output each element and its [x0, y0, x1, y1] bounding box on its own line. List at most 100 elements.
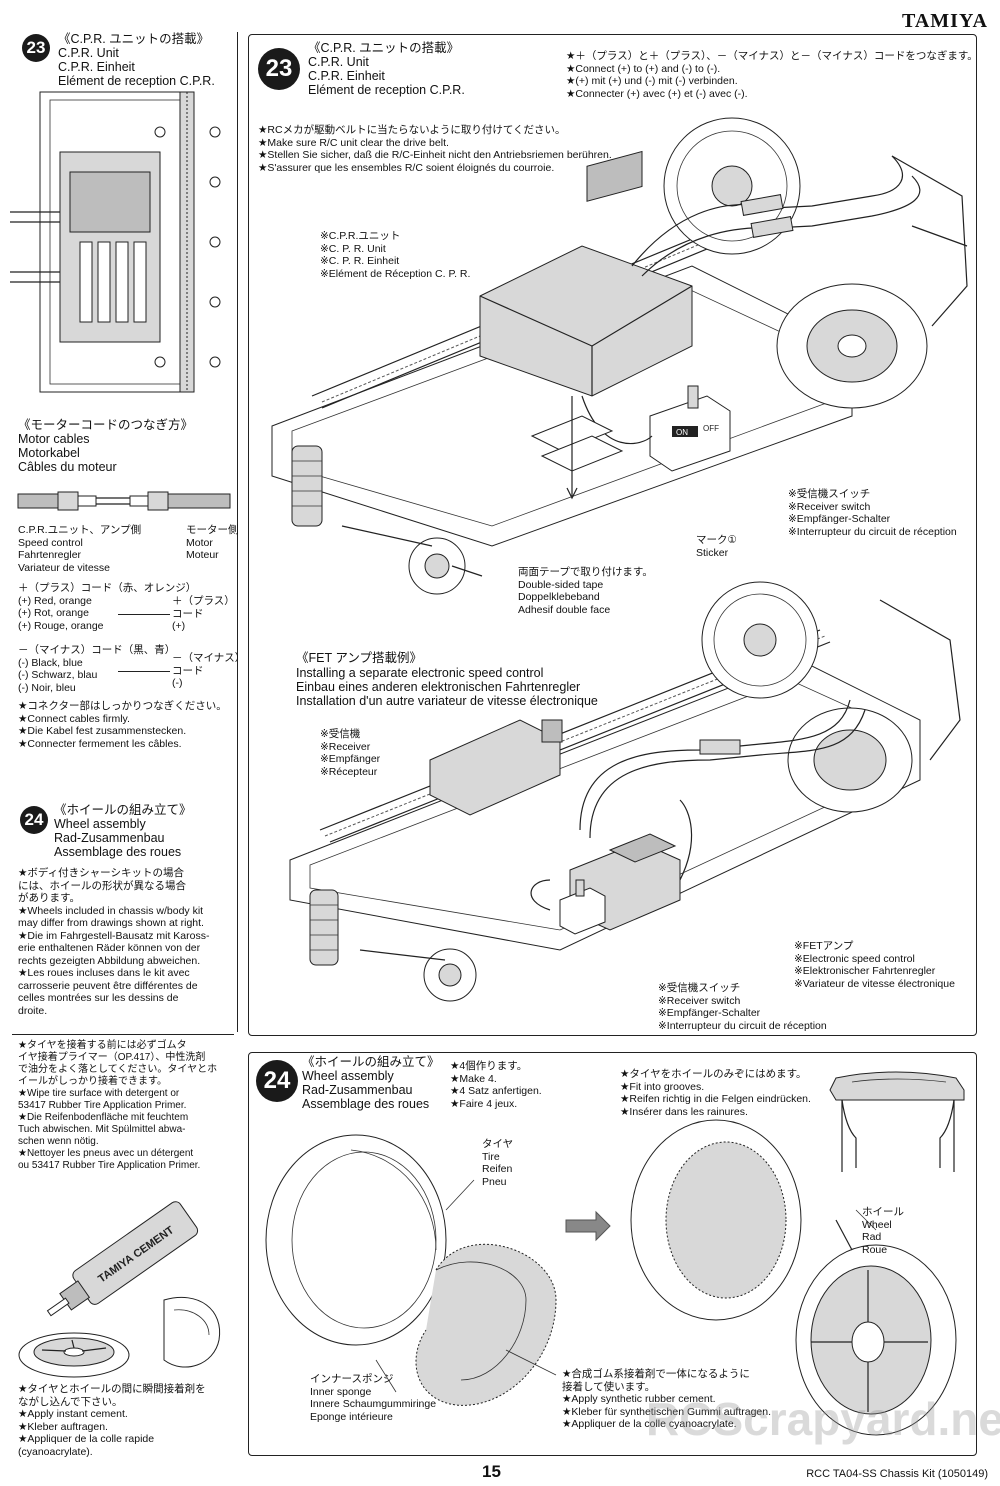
cpr-line-1: ※C. P. R. Unit — [320, 242, 386, 255]
cement-tube-illustration: TAMIYA CEMENT — [18, 1201, 221, 1378]
left-step23-title: 《C.P.R. ユニットの搭載》 C.P.R. Unit C.P.R. Einh… — [58, 32, 215, 88]
cement-line-3: ★Kleber für synthetischen Gummi auftrage… — [562, 1405, 772, 1418]
primer-line-7: Tuch abwischen. Mit Spülmittel abwa- — [18, 1124, 186, 1135]
cpr-line-2: ※C. P. R. Einheit — [320, 255, 400, 267]
make-four-note: ★4個作ります。★Make 4.★4 Satz anfertigen.★Fair… — [450, 1060, 542, 1110]
wheel-note-line-11: droite. — [18, 1004, 48, 1017]
label-jp: モーター側 — [186, 524, 239, 536]
primer-line-5: 53417 Rubber Tire Application Primer. — [18, 1100, 187, 1111]
receiver-line-3: ※Récepteur — [320, 765, 378, 778]
title-fr: Elément de reception C.P.R. — [58, 74, 215, 88]
receiver-switch-line-0: ※受信機スイッチ — [658, 982, 741, 994]
connect-line-0: ★＋（プラス）と＋（プラス）、－（マイナス）と－（マイナス）コードをつなぎます。 — [566, 50, 978, 62]
minus-r2: コード — [172, 664, 204, 677]
grooves-line-3: ★Insérer dans les rainures. — [620, 1105, 748, 1118]
wheel-note-line-3: ★Wheels included in chassis w/body kit — [18, 904, 204, 917]
primer-line-8: schen wenn nötig. — [18, 1136, 99, 1147]
receiver-callout: ※受信機※Receiver※Empfänger※Récepteur — [320, 728, 380, 778]
grooves-line-2: ★Reifen richtig in die Felgen eindrücken… — [620, 1093, 811, 1105]
sponge-line-0: インナースポンジ — [310, 1373, 394, 1385]
speed-control-side-label: C.P.R.ユニット、アンプ側 Speed control Fahrtenreg… — [18, 524, 141, 574]
wheel-note-line-1: には、ホイールの形状が異なる場合 — [18, 879, 186, 892]
footer-kit: RCC TA04-SS Chassis Kit (1050149) — [806, 1468, 988, 1480]
panel24-title: 《ホイールの組み立て》 Wheel assembly Rad-Zusammenb… — [302, 1055, 440, 1111]
title-jp: 《C.P.R. ユニットの搭載》 — [58, 32, 210, 46]
fet-line-3: ※Variateur de vitesse électronique — [794, 977, 955, 990]
label-fr: Moteur — [186, 549, 219, 561]
brand-logo: TAMIYA — [901, 10, 988, 32]
step-badge-23: 23 — [258, 48, 300, 90]
connect-line-1: ★Connect (+) to (+) and (-) to (-). — [566, 62, 721, 75]
note-en: ★Connect cables firmly. — [18, 712, 130, 725]
glue-line-5: (cyanoacrylate). — [18, 1445, 93, 1458]
tire-line-3: Pneu — [482, 1175, 507, 1188]
label-de: Fahrtenregler — [18, 549, 82, 561]
make4-line-0: ★4個作ります。 — [450, 1060, 528, 1072]
instant-cement-note: ★タイヤとホイールの間に瞬間接着剤をながし込んで下さい。★Apply insta… — [18, 1383, 206, 1458]
wheel-note-line-8: ★Les roues incluses dans le kit avec — [18, 967, 190, 979]
plus-r2: コード — [172, 607, 204, 620]
cement-line-2: ★Apply synthetic rubber cement. — [562, 1393, 716, 1405]
chassis-top-view-illustration — [10, 91, 221, 393]
wheel-note-line-9: carrosserie peuvent être différentes de — [18, 979, 198, 992]
primer-line-0: ★タイヤを接着する前には必ずゴムタ — [18, 1040, 187, 1051]
title-en: C.P.R. Unit — [58, 46, 119, 60]
page-number: 15 — [482, 1462, 501, 1481]
tire-groove-cross-section — [829, 1071, 965, 1172]
fet-title-line-0: Installing a separate electronic speed c… — [296, 666, 544, 680]
chassis-fet-illustration — [289, 581, 961, 1002]
wheel-line-1: Wheel — [862, 1218, 892, 1231]
wheel-line-2: Rad — [862, 1231, 882, 1243]
title-de: Rad-Zusammenbau — [54, 831, 165, 845]
label-fr: Variateur de vitesse — [18, 561, 111, 574]
make4-line-2: ★4 Satz anfertigen. — [450, 1085, 542, 1097]
label-en: Motor — [186, 536, 213, 549]
plus-leader-line — [118, 614, 170, 615]
switch-off-label: OFF — [703, 424, 719, 433]
receiver-switch-line-1: ※Receiver switch — [658, 994, 741, 1007]
receiver-switch-line-1: ※Receiver switch — [788, 500, 871, 513]
belt-line-2: ★Stellen Sie sicher, daß die R/C-Einheit… — [258, 149, 612, 161]
motor-side-label: モーター側 Motor Moteur — [186, 524, 239, 562]
label-en: Speed control — [18, 536, 83, 549]
primer-note: ★タイヤを接着する前には必ずゴムタイヤ接着プライマー（OP.417）、中性洗剤で… — [18, 1040, 217, 1172]
minus-cable-right: －（マイナス） コード (-) — [172, 652, 245, 690]
glue-line-0: ★タイヤとホイールの間に瞬間接着剤を — [18, 1383, 206, 1395]
title-jp: 《ホイールの組み立て》 — [302, 1055, 440, 1069]
wheel-note-line-2: があります。 — [18, 892, 80, 904]
glue-line-1: ながし込んで下さい。 — [18, 1395, 123, 1408]
receiver-line-2: ※Empfänger — [320, 753, 381, 765]
sticker-line-1: Sticker — [696, 546, 729, 559]
primer-line-2: で油分をよく落としてください。タイヤとホ — [18, 1064, 218, 1075]
cement-line-1: 接着して使います。 — [562, 1380, 656, 1393]
tire-line-1: Tire — [482, 1150, 500, 1163]
minus-leader-line — [118, 671, 170, 672]
title-de: C.P.R. Einheit — [308, 69, 385, 83]
receiver-switch-callout: ※受信機スイッチ※Receiver switch※Empfänger-Schal… — [788, 488, 957, 538]
title-de: Motorkabel — [18, 446, 80, 460]
panel23-title: 《C.P.R. ユニットの搭載》 C.P.R. Unit C.P.R. Einh… — [308, 41, 465, 97]
belt-clearance-note: ★RCメカが駆動ベルトに当たらないように取り付けてください。★Make sure… — [258, 124, 612, 174]
switch-on-label: ON — [676, 428, 688, 437]
title-de: C.P.R. Einheit — [58, 60, 135, 74]
receiver-switch-callout-2: ※受信機スイッチ※Receiver switch※Empfänger-Schal… — [658, 982, 827, 1032]
cpr-unit-callout: ※C.P.R.ユニット※C. P. R. Unit※C. P. R. Einhe… — [320, 230, 470, 280]
receiver-switch-line-2: ※Empfänger-Schalter — [788, 513, 891, 525]
primer-line-3: イールがしっかり接着できます。 — [18, 1076, 167, 1087]
cement-line-0: ★合成ゴム系接着剤で一体になるように — [562, 1368, 750, 1380]
make4-line-3: ★Faire 4 jeux. — [450, 1097, 518, 1110]
primer-line-4: ★Wipe tire surface with detergent or — [18, 1088, 180, 1099]
minus-en: (-) Black, blue — [18, 656, 83, 669]
tape-line-2: Doppelklebeband — [518, 591, 600, 603]
connect-polarity-note: ★＋（プラス）と＋（プラス）、－（マイナス）と－（マイナス）コードをつなぎます。… — [566, 50, 978, 100]
receiver-switch-line-0: ※受信機スイッチ — [788, 488, 871, 500]
title-fr: Elément de reception C.P.R. — [308, 83, 465, 97]
minus-r1: －（マイナス） — [172, 652, 246, 664]
wheel-note-line-7: rechts gezeigten Abbildung abweichen. — [18, 954, 201, 967]
fet-title-jp: 《FET アンプ搭載例》 — [296, 651, 422, 665]
